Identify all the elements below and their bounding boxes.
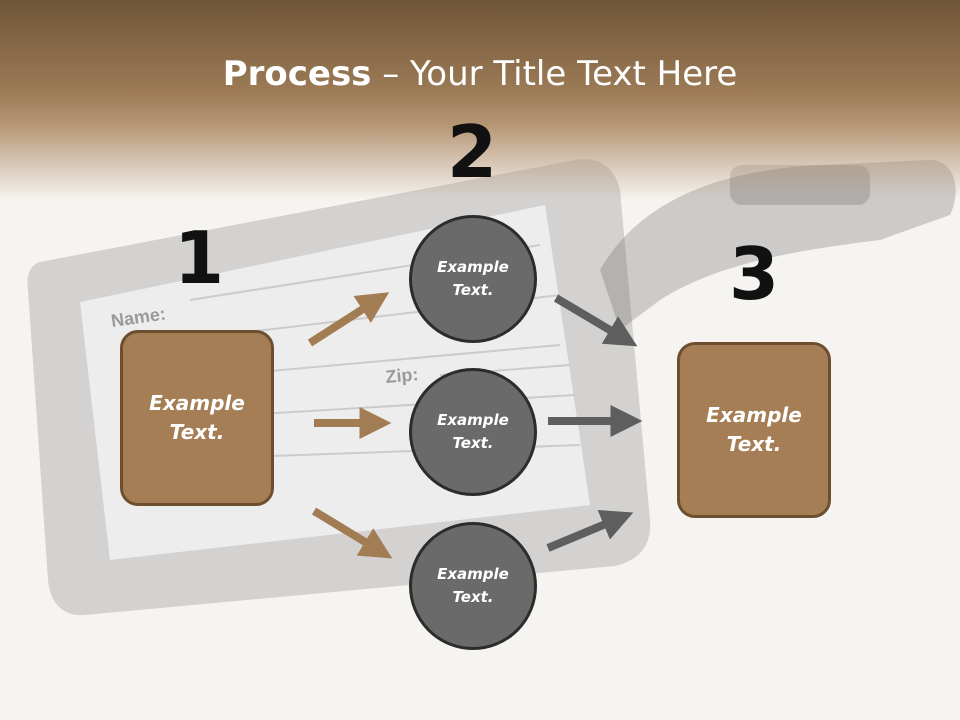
step-number-1: 1 — [173, 216, 225, 300]
arrow-top-to-right — [553, 294, 638, 347]
header-band — [0, 0, 960, 200]
title-rest: – Your Title Text Here — [371, 54, 738, 94]
arrow-bottom-to-right — [546, 510, 634, 552]
title-bold: Process — [222, 54, 372, 94]
arrow-left-to-bottom — [311, 507, 393, 559]
box-right-label: Example Text. — [706, 403, 802, 456]
circle-top-label: Example Text. — [437, 258, 509, 299]
circle-top: Example Text. — [409, 215, 537, 343]
circle-bottom: Example Text. — [409, 522, 537, 650]
photo-zip-label: Zip: — [385, 364, 420, 387]
circle-middle: Example Text. — [409, 368, 537, 496]
box-left-label: Example Text. — [149, 391, 245, 444]
step-number-2: 2 — [446, 110, 498, 194]
slide-title: Process – Your Title Text Here — [0, 52, 960, 96]
box-left: Example Text. — [120, 330, 274, 506]
box-right: Example Text. — [677, 342, 831, 518]
arrow-left-to-top — [307, 292, 390, 347]
circle-middle-label: Example Text. — [437, 411, 509, 452]
step-number-3: 3 — [728, 232, 780, 316]
circle-bottom-label: Example Text. — [437, 565, 509, 606]
